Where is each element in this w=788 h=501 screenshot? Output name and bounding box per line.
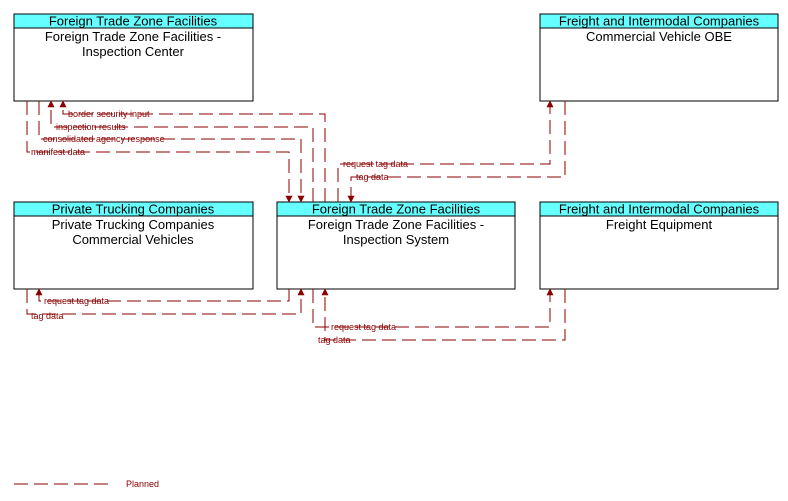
flow-obe-request-tag-data[interactable]: request tag data [337, 100, 554, 202]
box-title-line-1: Freight Equipment [606, 217, 713, 232]
box-freight-equipment[interactable]: Freight and Intermodal Companies Freight… [539, 201, 779, 290]
box-header: Foreign Trade Zone Facilities [312, 202, 481, 217]
box-title-line-2: Commercial Vehicles [72, 232, 194, 247]
flow-inspection-results[interactable]: inspection results [47, 100, 314, 202]
flow-label: border security input [68, 109, 150, 119]
flow-equip-tag-data[interactable]: tag data [318, 288, 566, 345]
box-title-line-1: Commercial Vehicle OBE [586, 29, 732, 44]
flow-truck-request-tag-data[interactable]: request tag data [35, 288, 290, 306]
flow-label: request tag data [331, 322, 396, 332]
box-header: Freight and Intermodal Companies [559, 14, 760, 29]
box-commercial-vehicle-obe[interactable]: Freight and Intermodal Companies Commerc… [539, 13, 779, 102]
flow-border-security-input[interactable]: border security input [59, 100, 326, 202]
box-title-line-2: Inspection System [343, 232, 449, 247]
box-private-trucking-vehicles[interactable]: Private Trucking Companies Private Truck… [13, 201, 254, 290]
box-ftz-inspection-center[interactable]: Foreign Trade Zone Facilities Foreign Tr… [13, 13, 254, 102]
flow-equip-request-tag-data[interactable]: request tag data [312, 288, 554, 332]
box-title-line-1: Private Trucking Companies [52, 217, 215, 232]
flow-label: tag data [356, 172, 389, 182]
flow-consolidated-agency-response[interactable]: consolidated agency response [38, 101, 305, 203]
flow-label: request tag data [44, 296, 109, 306]
legend-planned-label: Planned [126, 479, 159, 489]
box-header: Private Trucking Companies [52, 202, 215, 217]
flow-label: tag data [318, 335, 351, 345]
flow-label: tag data [31, 311, 64, 321]
flow-manifest-data[interactable]: manifest data [26, 101, 293, 203]
legend: Planned [14, 479, 159, 489]
box-header: Foreign Trade Zone Facilities [49, 14, 218, 29]
flow-label: request tag data [343, 159, 408, 169]
box-title-line-1: Foreign Trade Zone Facilities - [308, 217, 484, 232]
flow-truck-tag-data[interactable]: tag data [26, 288, 305, 321]
box-title-line-1: Foreign Trade Zone Facilities - [45, 29, 221, 44]
box-title-line-2: Inspection Center [82, 44, 185, 59]
box-ftz-inspection-system[interactable]: Foreign Trade Zone Facilities Foreign Tr… [276, 201, 516, 290]
flow-obe-tag-data[interactable]: tag data [347, 101, 566, 203]
flow-label: manifest data [31, 147, 85, 157]
flow-label: consolidated agency response [43, 134, 165, 144]
flow-label: inspection results [56, 122, 126, 132]
box-header: Freight and Intermodal Companies [559, 202, 760, 217]
